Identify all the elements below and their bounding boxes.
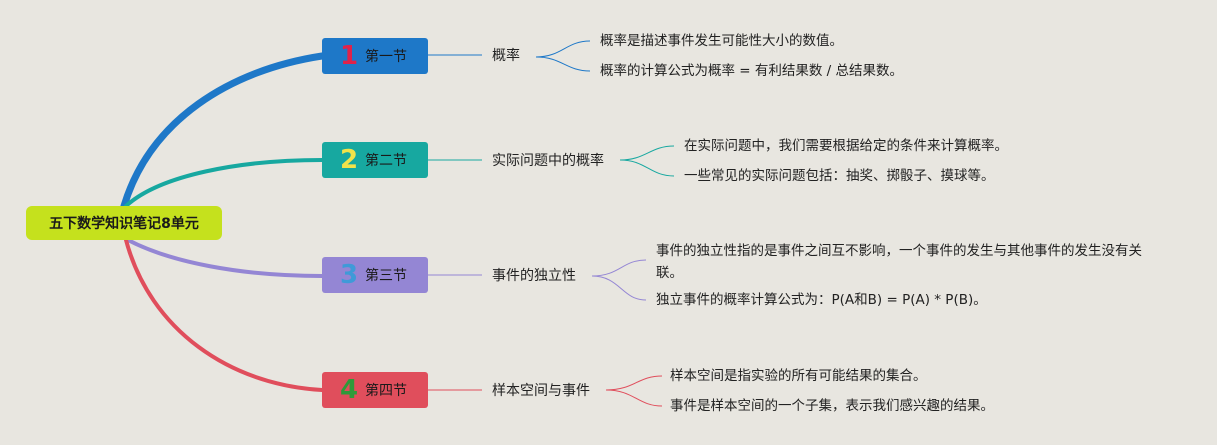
topic-node-4[interactable]: 样本空间与事件: [492, 383, 590, 399]
leaf-3-1[interactable]: 事件的独立性指的是事件之间互不影响，一个事件的发生与其他事件的发生没有关联。: [656, 243, 1142, 281]
section-number-4: 4: [339, 375, 359, 405]
leaf-1-2[interactable]: 概率的计算公式为概率 = 有利结果数 / 总结果数。: [600, 63, 904, 79]
leaf-2-2[interactable]: 一些常见的实际问题包括：抽奖、掷骰子、摸球等。: [684, 168, 995, 184]
branch-3: [126, 238, 324, 278]
section-label-2: 第二节: [365, 153, 407, 169]
section-label-1: 第一节: [365, 49, 407, 65]
branch-2: [124, 158, 324, 208]
leaf-fork-2: [619, 145, 675, 177]
section-number-2: 2: [339, 145, 359, 175]
section-node-1[interactable]: 1 第一节: [322, 38, 428, 74]
branch-1: [120, 52, 326, 210]
branch-4: [124, 238, 324, 392]
leaf-fork-3: [591, 259, 647, 301]
leaf-fork-4: [605, 375, 663, 407]
section-node-3[interactable]: 3 第三节: [322, 257, 428, 293]
topic-node-2[interactable]: 实际问题中的概率: [492, 153, 604, 169]
topic-node-3[interactable]: 事件的独立性: [492, 268, 576, 284]
root-label: 五下数学知识笔记8单元: [49, 216, 199, 232]
section-number-3: 3: [339, 260, 359, 290]
leaf-2-1[interactable]: 在实际问题中，我们需要根据给定的条件来计算概率。: [684, 138, 1008, 154]
section-node-2[interactable]: 2 第二节: [322, 142, 428, 178]
root-node[interactable]: 五下数学知识笔记8单元: [26, 206, 222, 240]
leaf-4-2[interactable]: 事件是样本空间的一个子集，表示我们感兴趣的结果。: [670, 398, 994, 414]
section-label-4: 第四节: [365, 383, 407, 399]
leaf-3-2[interactable]: 独立事件的概率计算公式为：P(A和B) = P(A) * P(B)。: [656, 292, 987, 308]
section-number-1: 1: [339, 41, 359, 71]
section-node-4[interactable]: 4 第四节: [322, 372, 428, 408]
topic-node-1[interactable]: 概率: [492, 48, 520, 64]
leaf-1-1[interactable]: 概率是描述事件发生可能性大小的数值。: [600, 33, 843, 49]
leaf-4-1[interactable]: 样本空间是指实验的所有可能结果的集合。: [670, 368, 927, 384]
leaf-fork-1: [535, 40, 591, 72]
section-label-3: 第三节: [365, 268, 407, 284]
